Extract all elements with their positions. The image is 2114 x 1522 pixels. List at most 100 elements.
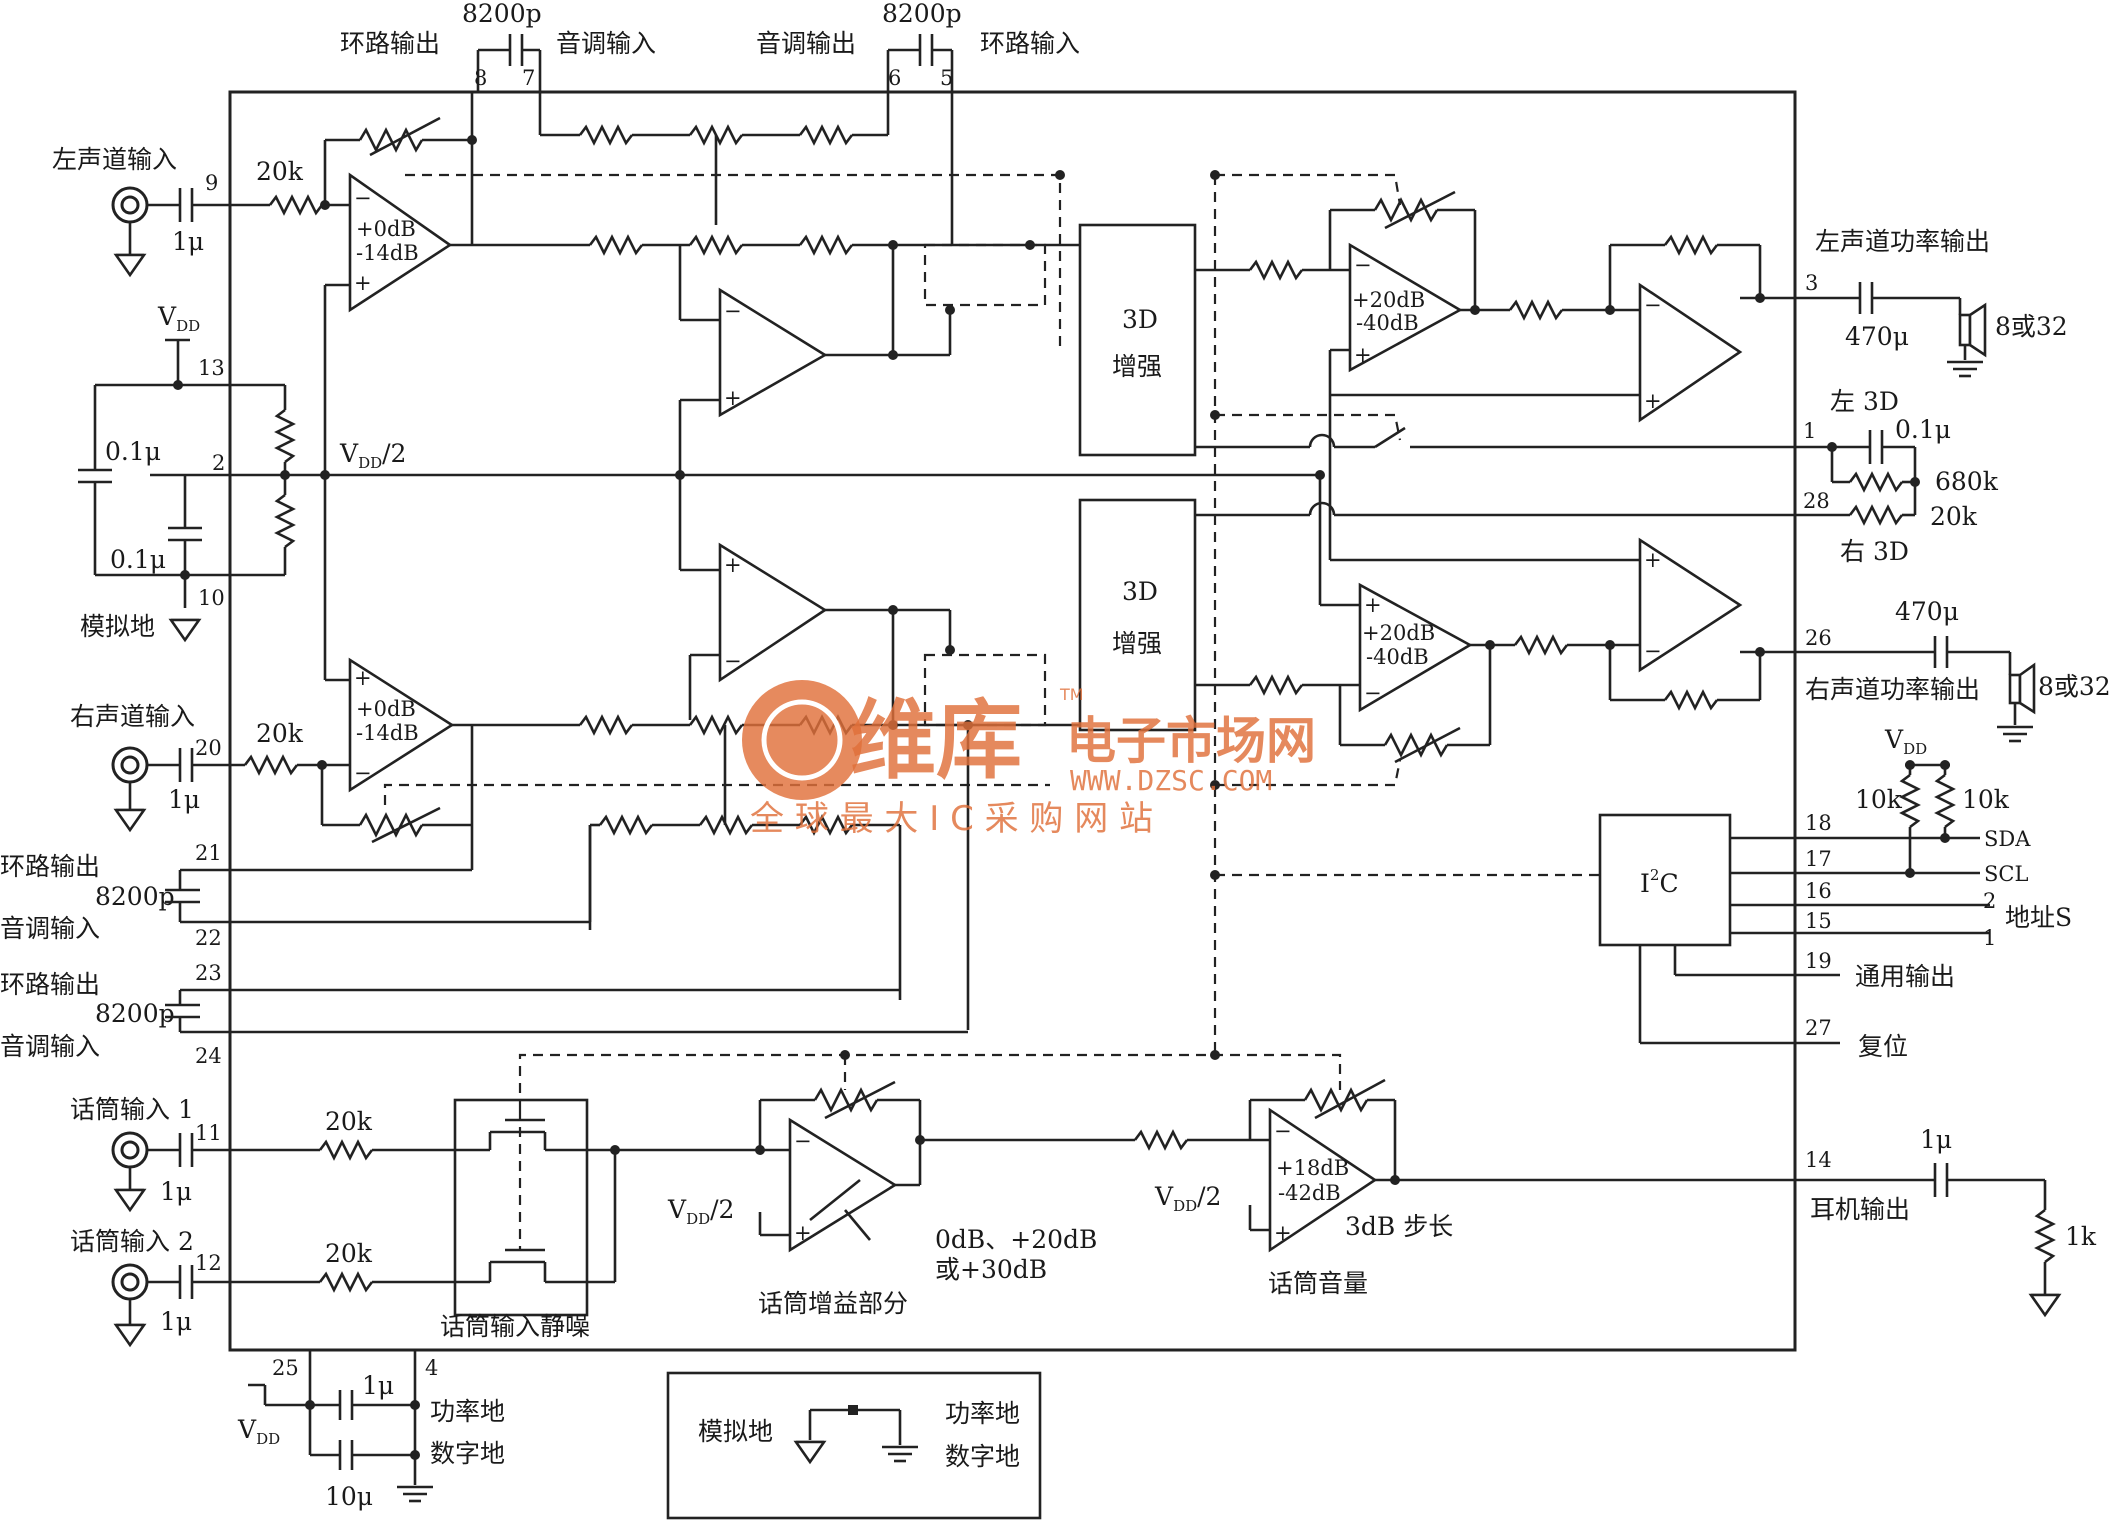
pin-18: 18 [1805,811,1832,835]
dig-gnd-label: 数字地 [430,1439,505,1468]
cap-1u-mic1: 1μ [160,1177,192,1206]
right-3d-label: 右 3D [1840,537,1909,566]
top-loop-tone-right: 音调输出 8200p 环路输入 6 5 [756,0,1080,92]
cap-1u-mic2: 1μ [160,1307,192,1336]
spk-right-label: 8或32 [2038,672,2111,701]
cap-01u-3d: 0.1μ [1895,415,1951,444]
speaker-icon [2018,662,2036,715]
vdd-label-i2c: VDD [1884,725,1927,758]
cap-01u-top: 0.1μ [105,437,161,466]
cap-1u-label-left: 1μ [172,227,204,256]
left-tone-network [538,92,1080,322]
3d-enhance-left: 3D 增强 [1078,223,1350,457]
cap-1u-label-right: 1μ [168,785,200,814]
svg-text:+: + [1354,343,1372,367]
mic-inputs: 话筒输入 1 1μ 11 20k 话筒输入 2 1μ 12 20k [70,1095,490,1347]
loop-in-label-top: 环路输入 [980,29,1080,58]
ground-icon [114,1188,146,1212]
cap-1u-supply: 1μ [362,1371,394,1400]
ground-icon [114,1323,146,1347]
mic-in-1-label: 话筒输入 1 [70,1095,194,1124]
left-jack-icon [111,186,149,224]
left-power-amp: − + 左声道功率输出 3 470μ 8或32 [1330,227,2068,423]
ground-icon [2029,1293,2061,1317]
left-switch-block [923,243,1047,355]
pin-16: 16 [1805,879,1832,903]
pin-6: 6 [888,66,901,90]
3d-enhance-right: 3D 增强 [1078,498,1360,732]
res-20k-label-right: 20k [256,719,304,748]
gain-20db-left: +20dB [1352,288,1425,312]
watermark-slogan: 全 球 最 大 I C 采 购 网 站 [750,799,1153,839]
ic-body [228,90,1797,1352]
pin-3: 3 [1805,271,1818,295]
svg-text:−: − [1644,293,1662,317]
ground-icon [114,808,146,832]
svg-text:−: − [724,299,742,323]
pin-10: 10 [198,586,225,610]
right-input-amp: + − +0dB -14dB [320,475,1080,870]
reset-label: 复位 [1858,1032,1908,1061]
speaker-icon [1968,302,1987,358]
watermark: 维库 电子市场网 TM WWW.DZSC.COM 全 球 最 大 I C 采 购… [742,680,1316,839]
left-volume-amp: − + +20dB -40dB [1328,190,1640,560]
cap-10u-label: 10μ [325,1482,373,1511]
scl-label: SCL [1984,862,2028,886]
pin-11: 11 [195,1121,222,1145]
pin-1-right: 1 [1803,419,1816,443]
3d-label-left: 3D [1122,305,1158,334]
watermark-logo-icon [742,680,862,800]
pin-7: 7 [522,66,535,90]
enhance-label-right: 增强 [1112,629,1162,658]
cap-8200p-23: 8200p [95,999,175,1028]
svg-text:−: − [1274,1119,1292,1143]
watermark-brand: 维库 [850,691,1022,791]
svg-text:−: − [1354,253,1372,277]
svg-text:+: + [794,1221,812,1245]
svg-text:−: − [724,649,742,673]
legend-analog-label: 模拟地 [698,1417,773,1446]
tone-in-label-top-left: 音调输入 [556,29,656,58]
watermark-tm: TM [1059,685,1084,704]
cap-470u-right: 470μ [1895,597,1959,626]
mic-in-2-label: 话筒输入 2 [70,1227,194,1256]
pwr-gnd-label: 功率地 [430,1397,505,1426]
right-in-label: 右声道输入 [70,702,195,731]
res-20k-mic1: 20k [325,1107,373,1136]
legend-digital-label: 数字地 [945,1442,1020,1471]
legend-power-label: 功率地 [945,1399,1020,1428]
left-input-amp: − + +0dB -14dB [323,92,590,475]
right-volume-amp: + − +20dB -40dB [1318,558,1640,764]
mic2-jack-icon [111,1263,149,1301]
vdd-label-bottom: VDD [237,1415,280,1448]
gain-42db: -42dB [1278,1181,1341,1205]
enhance-label-left: 增强 [1112,352,1162,381]
addr-bit-2: 2 [1983,889,1996,913]
svg-text:+: + [354,666,372,690]
mic-mute-block: 话筒输入静噪 [440,1098,790,1341]
watermark-url: WWW.DZSC.COM [1070,764,1272,797]
legend-analog-ground-icon [794,1440,826,1464]
cap-1u-hp: 1μ [1920,1125,1952,1154]
svg-text:−: − [794,1129,812,1153]
tone-in-label-24: 音调输入 [0,1032,100,1061]
headphone-output: 14 1μ 1k 耳机输出 [1805,1125,2097,1317]
right-switch-block [923,610,1047,727]
res-20k-mic2: 20k [325,1239,373,1268]
svg-text:+: + [724,386,742,410]
loop-tone-pins-left: 环路输出 8200p 音调输入 21 22 环路输出 8200p 音调输入 23… [0,825,968,1068]
vdd-half-label: VDD/2 [339,439,406,472]
res-680k-label: 680k [1935,467,1999,496]
mic-gain-amp: − + VDD/2 0dB、+20dB 或+30dB 话筒增益部分 [667,1080,1135,1318]
svg-text:+: + [1364,593,1382,617]
addr-bit-1: 1 [1983,926,1996,950]
gain-20db-right: +20dB [1362,621,1435,645]
legend-power-ground-icon [880,1445,920,1463]
spk-left-label: 8或32 [1995,312,2068,341]
gain-18db: +18dB [1276,1156,1349,1180]
loop-out-label-top-left: 环路输出 [340,29,440,58]
mic-volume-amp: − + +18dB -42dB VDD/2 3dB 步长 话筒音量 [1133,1078,1935,1298]
pin-23: 23 [195,961,222,985]
mic-gain-section-label: 话筒增益部分 [758,1289,908,1318]
